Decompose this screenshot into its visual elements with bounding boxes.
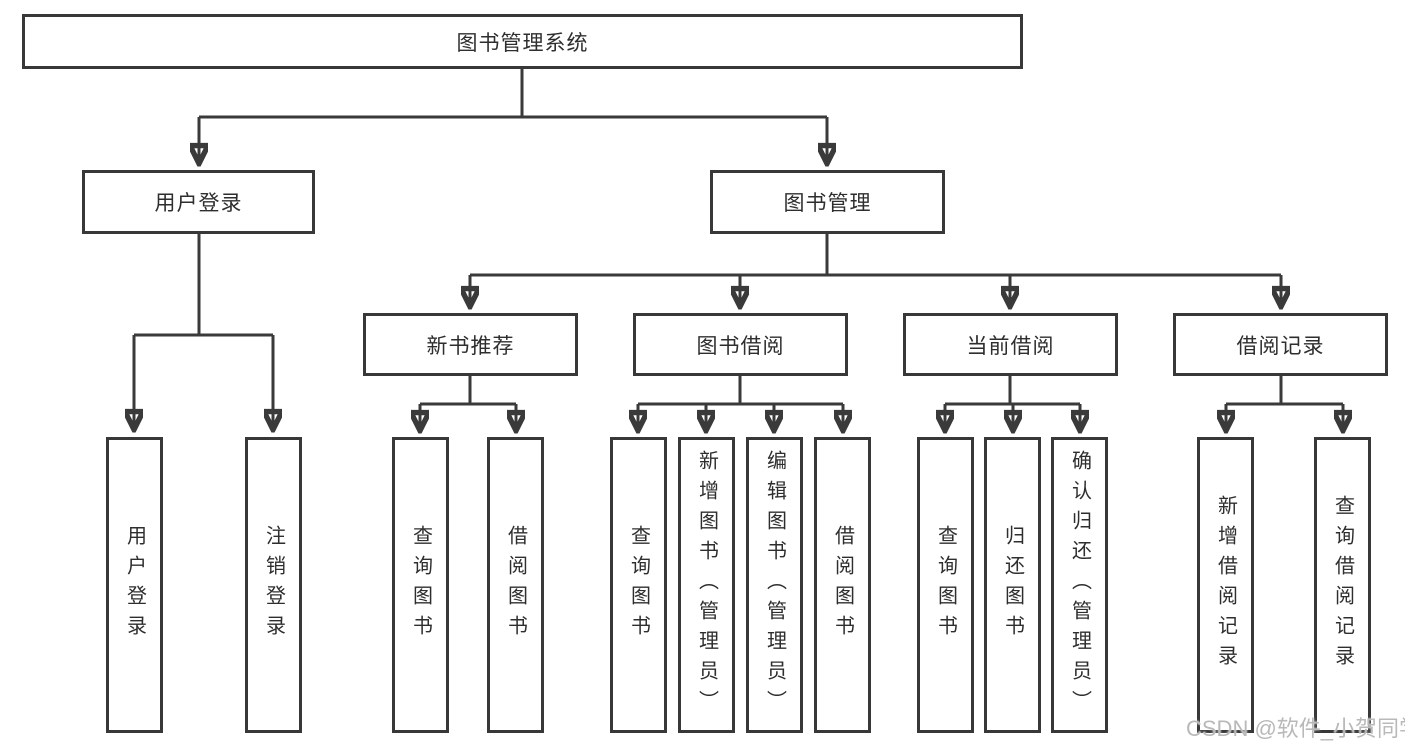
leaf-edit-book-admin: 编辑图书（管理员） [746, 437, 803, 733]
node-book-borrow: 图书借阅 [633, 313, 848, 376]
csdn-watermark: CSDN @软件_小贺同学 [1186, 716, 1405, 741]
leaf-return-book: 归还图书 [984, 437, 1041, 733]
node-current-borrow: 当前借阅 [903, 313, 1118, 376]
leaf-borrow-query-book: 查询图书 [610, 437, 667, 733]
node-user-login: 用户登录 [82, 170, 315, 234]
leaf-add-borrow-record: 新增借阅记录 [1197, 437, 1254, 733]
node-root-system: 图书管理系统 [22, 14, 1023, 69]
leaf-recommend-query-book: 查询图书 [392, 437, 449, 733]
leaf-add-book-admin: 新增图书（管理员） [678, 437, 735, 733]
leaf-confirm-return-admin: 确认归还（管理员） [1051, 437, 1108, 733]
node-book-management: 图书管理 [710, 170, 945, 234]
leaf-current-query-book: 查询图书 [917, 437, 974, 733]
leaf-borrow-book: 借阅图书 [814, 437, 871, 733]
leaf-logout: 注销登录 [245, 437, 302, 733]
node-new-book-recommend: 新书推荐 [363, 313, 578, 376]
leaf-user-login: 用户登录 [106, 437, 163, 733]
leaf-recommend-borrow-book: 借阅图书 [487, 437, 544, 733]
leaf-query-borrow-record: 查询借阅记录 [1314, 437, 1371, 733]
node-borrow-records: 借阅记录 [1173, 313, 1388, 376]
